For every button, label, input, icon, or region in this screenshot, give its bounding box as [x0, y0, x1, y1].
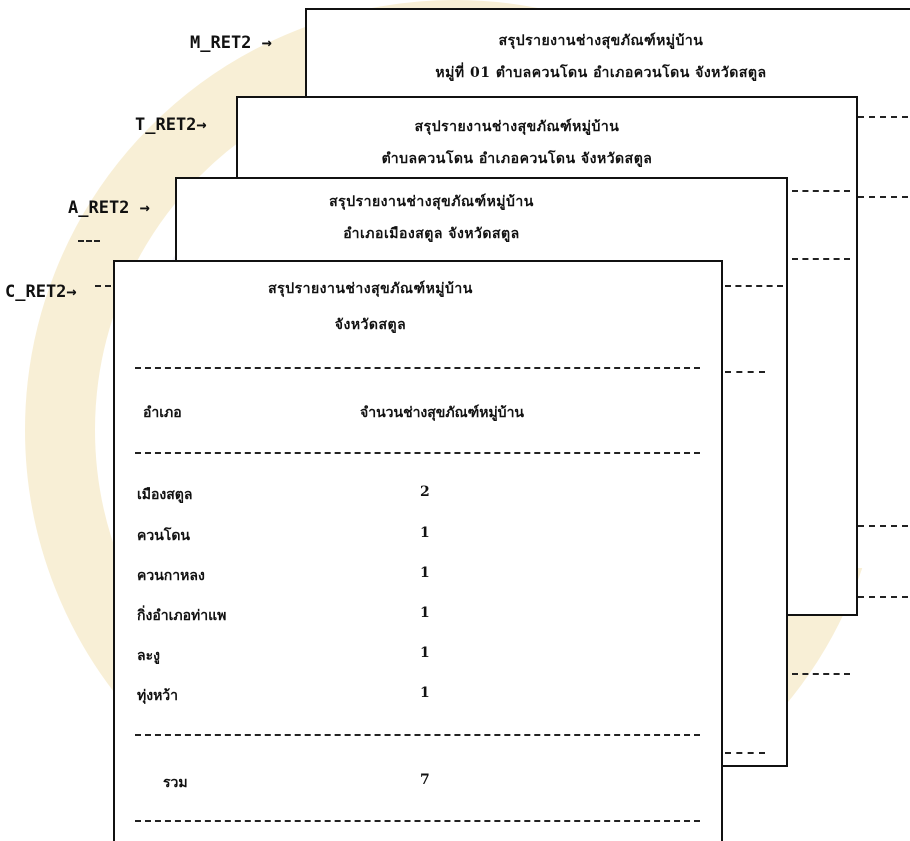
total-bottom-rule — [135, 820, 700, 822]
sheet-m-dash-1 — [858, 116, 908, 118]
sheet-t-dash-2 — [792, 258, 850, 260]
sheet-c-arrow-line — [95, 285, 111, 287]
sheet-t-dash-3 — [792, 673, 850, 675]
sheet-t-dash-1 — [792, 190, 850, 192]
sheet-c-title: สรุปรายงานช่างสุขภัณฑ์หมู่บ้าน — [268, 281, 473, 297]
label-m-ret2: M_RET2 → — [190, 33, 272, 53]
total-value: 7 — [420, 772, 430, 788]
sheet-t-subtitle: ตำบลควนโดน อำเภอควนโดน จังหวัดสตูล — [381, 151, 653, 167]
total-label: รวม — [163, 775, 188, 791]
sheet-m-dash-2 — [858, 196, 908, 198]
sheet-m-subtitle: หมู่ที่ 01 ตำบลควนโดน อำเภอควนโดน จังหวั… — [435, 65, 767, 81]
sheet-m-dash-3 — [858, 525, 908, 527]
row-name-3: ควนกาหลง — [137, 568, 205, 584]
sheet-a-dash-1 — [725, 285, 783, 287]
label-c-ret2: C_RET2→ — [5, 282, 77, 302]
sheet-a-dash-3 — [725, 752, 765, 754]
sheet-c-subtitle: จังหวัดสตูล — [334, 317, 407, 333]
sheet-a-subtitle: อำเภอเมืองสตูล จังหวัดสตูล — [343, 226, 520, 242]
row-value-2: 1 — [420, 525, 430, 541]
label-t-ret2: T_RET2→ — [135, 115, 207, 135]
sheet-m-title: สรุปรายงานช่างสุขภัณฑ์หมู่บ้าน — [498, 33, 704, 49]
header-top-rule — [135, 367, 700, 369]
row-name-6: ทุ่งหว้า — [137, 688, 179, 704]
column-count: จำนวนช่างสุขภัณฑ์หมู่บ้าน — [360, 405, 524, 421]
row-value-5: 1 — [420, 645, 430, 661]
header-bottom-rule — [135, 452, 700, 454]
sheet-a-dash-2 — [725, 371, 765, 373]
row-name-5: ละงู — [137, 648, 160, 664]
sheet-a-title: สรุปรายงานช่างสุขภัณฑ์หมู่บ้าน — [329, 194, 534, 210]
label-a-ret2: A_RET2 → — [68, 198, 150, 218]
sheet-m-dash-4 — [858, 596, 908, 598]
row-name-1: เมืองสตูล — [137, 487, 193, 503]
row-name-2: ควนโดน — [137, 528, 190, 544]
sheet-t-title: สรุปรายงานช่างสุขภัณฑ์หมู่บ้าน — [414, 119, 620, 135]
row-value-6: 1 — [420, 685, 430, 701]
column-district: อำเภอ — [143, 405, 182, 421]
row-value-3: 1 — [420, 565, 430, 581]
row-name-4: กิ่งอำเภอท่าแพ — [137, 608, 227, 624]
sheet-c-ret2: สรุปรายงานช่างสุขภัณฑ์หมู่บ้าน จังหวัดสต… — [113, 260, 723, 841]
row-value-1: 2 — [420, 484, 430, 500]
label-a-dash — [78, 240, 100, 242]
total-top-rule — [135, 734, 700, 736]
row-value-4: 1 — [420, 605, 430, 621]
